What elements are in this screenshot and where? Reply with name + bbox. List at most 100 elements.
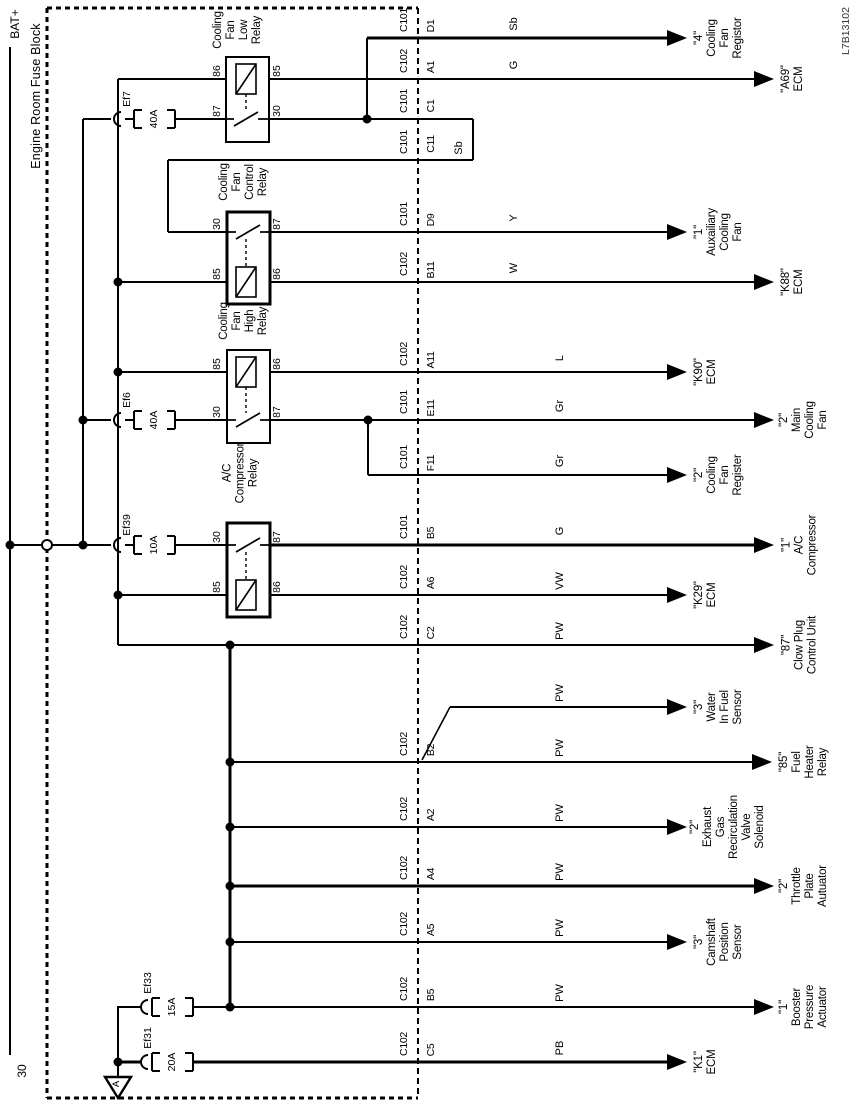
wire-color-label: PB [554, 1040, 566, 1056]
pin-label: B5 [425, 526, 437, 540]
wire-color-label: VW [554, 572, 566, 590]
fuse-ef6-name: Ef6 [121, 392, 133, 408]
destination-label: "3" Water In Fuel Sensor [693, 689, 744, 725]
connector-label: C102 [398, 49, 410, 73]
pin-label: B5 [425, 988, 437, 1002]
battery-positive-label: BAT+ [8, 9, 22, 39]
terminal-label: 30 [211, 531, 223, 543]
connector-label: C101 [398, 89, 410, 113]
pin-label: C2 [425, 626, 437, 640]
connector-label: C101 [398, 130, 410, 154]
terminal-label: 87 [211, 105, 223, 117]
wire-color-label: Gr [554, 399, 566, 413]
fuse-block-border [45, 6, 419, 1100]
connector-label: C102 [398, 977, 410, 1001]
destination-label: "85" Fuel Heater Relay [778, 745, 829, 779]
connector-label: C102 [398, 797, 410, 821]
relay-low-box [225, 56, 270, 143]
connector-label: C101 [398, 445, 410, 469]
destination-label: "K90" ECM [693, 358, 718, 386]
destination-arrows [667, 30, 774, 1070]
terminal-label: 86 [271, 268, 283, 280]
fuse-symbols [133, 109, 194, 1072]
connector-label: C102 [398, 252, 410, 276]
drawing-number: L7B13102 [840, 7, 852, 55]
connector-label: C102 [398, 1032, 410, 1056]
relay-high-name: Cooling Fan High Relay [218, 302, 269, 340]
pin-label: A1 [425, 60, 437, 74]
terminal-label: 30 [211, 406, 223, 418]
wire-color-label: W [508, 262, 520, 274]
relay-contacts [226, 111, 270, 553]
wire-color-label: PW [554, 919, 566, 937]
fuse-ef6-rating: 40A [148, 410, 160, 430]
fuse-ef39-rating: 10A [148, 535, 160, 555]
wire-color-label: Gr [554, 454, 566, 468]
wire-color-label: Sb [508, 17, 520, 31]
wires-standard [9, 38, 754, 1078]
wire-color-label: PW [554, 684, 566, 702]
destination-label: "K1" ECM [693, 1049, 718, 1075]
wire-color-label: PW [554, 739, 566, 757]
connector-label: C101 [398, 515, 410, 539]
pin-label: E11 [425, 399, 437, 417]
destination-label: "1" Auxailiary Cooling Fan [693, 208, 744, 256]
terminal-label: 85 [211, 358, 223, 370]
connector-label: C102 [398, 342, 410, 366]
junction-dots [5, 114, 373, 1067]
pin-label: D1 [425, 19, 437, 33]
fuse-ef39 [133, 535, 176, 555]
relay-high-box [226, 349, 271, 444]
destination-label: "4" Cooling Fan Registor [693, 17, 744, 59]
wire-color-label: PW [554, 984, 566, 1002]
pin-label: B2 [425, 743, 437, 757]
connector-label: C102 [398, 912, 410, 936]
terminal-label: 87 [271, 218, 283, 230]
destination-label: "3" Camshaft Position Sensor [693, 918, 744, 966]
relay-ac-name: A/C Compressor Relay [221, 442, 260, 504]
destination-label: "1" A/C Compressor [780, 514, 819, 576]
terminal-label: 85 [211, 268, 223, 280]
connector-label: C102 [398, 565, 410, 589]
destination-label: "2" Exhaust Gas Recirculation Valve Sole… [689, 795, 766, 859]
destination-label: "K29" ECM [693, 581, 718, 609]
circuit-30-label: 30 [15, 1064, 29, 1078]
fuse-ef33 [151, 997, 194, 1017]
wire-crossover-arcs [113, 111, 149, 1070]
pin-label: F11 [425, 454, 437, 472]
wire-color-label: Sb [453, 141, 465, 155]
destination-label: "87" Clow Plug Control Unit [780, 615, 819, 675]
relay-low-name: Cooling Fan Low Relay [212, 11, 263, 49]
pin-label: B11 [425, 261, 437, 279]
destination-label: "1" Booster Pressure Actuator [778, 984, 829, 1030]
pin-label: A11 [425, 351, 437, 369]
terminal-label: 30 [271, 105, 283, 117]
terminal-label: 87 [271, 406, 283, 418]
destination-label: "K88" ECM [780, 268, 805, 296]
fuse-ef33-name: Ef33 [142, 972, 154, 994]
fuse-ef7-rating: 40A [148, 109, 160, 129]
wires-medium [118, 543, 754, 1064]
wire-color-label: PW [554, 863, 566, 881]
pin-label: A2 [425, 808, 437, 822]
relay-control-box [225, 210, 272, 306]
destination-label: "2" Throttle Plate Autuator [778, 865, 829, 907]
pin-label: A6 [425, 576, 437, 590]
pin-label: A4 [425, 867, 437, 881]
wire-color-label: Y [508, 214, 520, 222]
terminal-label: 86 [271, 358, 283, 370]
wires-thin [118, 78, 754, 943]
terminal-label: 30 [211, 218, 223, 230]
connector-label: C102 [398, 615, 410, 639]
relay-ac-box [225, 521, 272, 619]
terminal-label: 86 [271, 581, 283, 593]
wire-color-label: L [554, 354, 566, 362]
fuse-block-title: Engine Room Fuse Block [29, 23, 43, 169]
fuse-ef31-name: Ef31 [142, 1027, 154, 1049]
connector-label: C102 [398, 732, 410, 756]
pin-label: C5 [425, 1043, 437, 1057]
destination-label: "A69" ECM [780, 65, 805, 93]
pin-label: A5 [425, 923, 437, 937]
